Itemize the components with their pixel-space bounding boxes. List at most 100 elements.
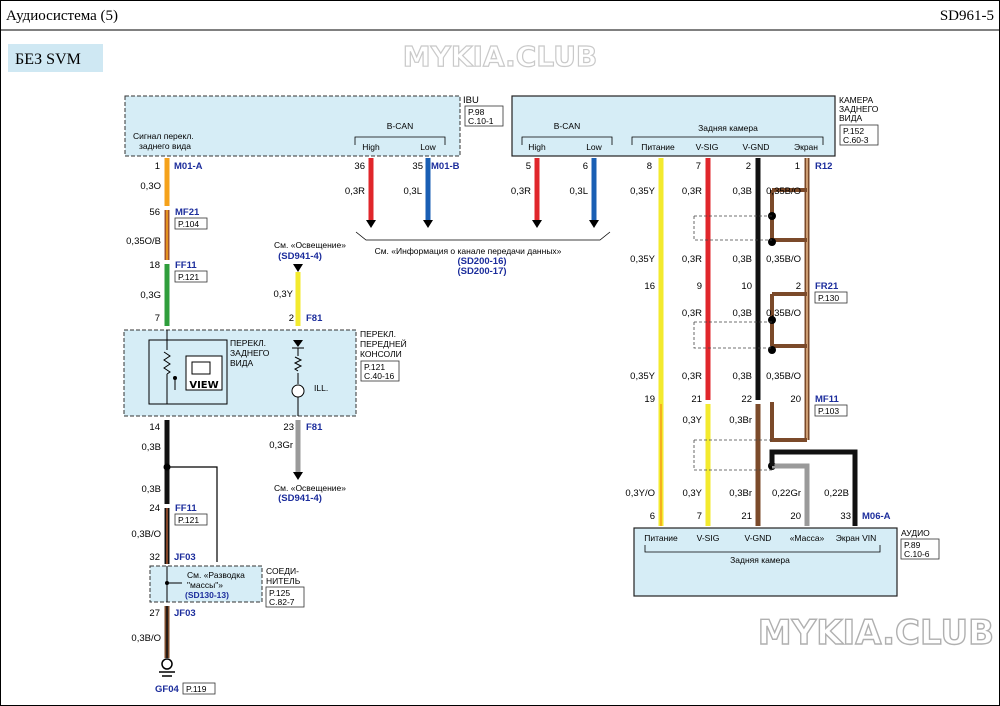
lighting-ref-bottom: (SD941-4) (278, 493, 322, 504)
label-camera-vgnd-2: 0,3B (732, 254, 752, 265)
ff11-ref-b: P.121 (178, 515, 199, 525)
camera-high-label: High (528, 142, 546, 152)
conn-ff11-a: FF11 (175, 260, 197, 271)
bcan-note-bracket (355, 231, 611, 241)
camera-ref-box (839, 124, 879, 146)
ibu-ref-box (464, 105, 504, 127)
console-ref-p: P.121 (364, 362, 385, 372)
pin-audio-20: 20 (790, 511, 801, 522)
label-camera-vsig-4: 0,3R (682, 371, 702, 382)
label-audio-vsig-2: 0,3Y (682, 488, 702, 499)
audio-pin-label-shield: Экран VIN (836, 533, 877, 543)
audio-ref-c: C.10-6 (904, 549, 930, 559)
view-label: VIEW (189, 380, 218, 391)
diode-icon (293, 340, 303, 347)
label-camera-power-1: 0,35Y (630, 186, 655, 197)
ibu-high-label: High (362, 142, 380, 152)
pin-camera-7: 7 (696, 161, 701, 172)
camera-ref-p: P.152 (843, 126, 864, 136)
camera-title-3: ВИДА (839, 113, 863, 123)
ibu-bcan-label: B-CAN (387, 121, 413, 131)
pin-f81-23: 23 (283, 422, 294, 433)
wire-label-03y-light: 0,3Y (273, 289, 293, 300)
lighting-see-top: См. «Освещение» (274, 240, 346, 250)
camera-pin-label-shield: Экран (794, 142, 818, 152)
label-camera-power-2: 0,35Y (630, 254, 655, 265)
switch-title-2: ЗАДНЕГО (230, 348, 270, 358)
camera-low-label: Low (586, 142, 602, 152)
conn-f81-b: F81 (306, 422, 323, 433)
pin-ibu-35: 35 (412, 161, 423, 172)
conn-jf03-b: JF03 (174, 608, 196, 619)
lighting-arrow-top (293, 264, 303, 272)
ibu-signal-label-1: Сигнал перекл. (133, 131, 194, 141)
fr21-ref-box (814, 291, 848, 304)
watermark-top: MYKIA.CLUB (403, 40, 598, 73)
bcan-note-ref-2: (SD200-17) (457, 266, 506, 277)
conn-mf11: MF11 (815, 394, 839, 405)
camera-pin-label-vsig: V-SIG (696, 142, 719, 152)
wire-label-03b-b: 0,3B (141, 484, 161, 495)
lighting-ref-top: (SD941-4) (278, 251, 322, 262)
camera-ref-c: C.60-3 (843, 135, 869, 145)
conn-m01b: M01-B (431, 161, 460, 172)
camera-box (511, 95, 836, 157)
label-audio-vsig-1: 0,3Y (682, 415, 702, 426)
pin-camera-1: 1 (795, 161, 800, 172)
switch-resistor (163, 330, 171, 404)
audio-ref-p: P.89 (904, 540, 921, 550)
shield-dot-2 (768, 238, 776, 246)
label-camera-shield-2: 0,35B/O (766, 254, 801, 265)
ibu-ref-p: P.98 (468, 107, 485, 117)
pin-f81-2: 2 (289, 313, 294, 324)
conn-ff11-b: FF11 (175, 503, 197, 514)
wire-label-03r-ibu: 0,3R (345, 186, 365, 197)
ibu-ref-c: C.10-1 (468, 116, 494, 126)
pin-audio-7: 7 (697, 511, 702, 522)
lighting-arrow-bottom (293, 472, 303, 480)
page-code: SD961-5 (940, 8, 994, 24)
joint-title-2: НИТЕЛЬ (266, 576, 301, 586)
camera-bcan-label: B-CAN (554, 121, 580, 131)
switch-box (123, 329, 357, 417)
joint-ref-c: C.82-7 (269, 597, 295, 607)
label-camera-shield-1: 0,35B/O (766, 186, 801, 197)
pin-camera-2: 2 (746, 161, 751, 172)
joint-ref-p: P.125 (269, 588, 290, 598)
console-title-1: ПЕРЕКЛ. (360, 329, 396, 339)
variant-tag: БЕЗ SVM (15, 51, 81, 68)
pin-ibu-36: 36 (354, 161, 365, 172)
pin-jf03-32: 32 (149, 552, 160, 563)
camera-view-icon-lens (191, 361, 211, 375)
camera-inner-title: Задняя камера (698, 123, 758, 133)
audio-inner-title: Задняя камера (730, 555, 790, 565)
wire-label-03o: 0,3O (140, 181, 161, 192)
ibu-bcan-bracket (354, 136, 446, 145)
wire-label-035ob: 0,35O/B (126, 236, 161, 247)
console-title-3: КОНСОЛИ (360, 349, 402, 359)
fr21-ref: P.130 (818, 293, 839, 303)
watermark-bottom: MYKIA.CLUB (758, 613, 994, 653)
pin-fr21-2: 2 (796, 281, 801, 292)
pin-fr21-10: 10 (741, 281, 752, 292)
label-audio-vgnd-1: 0,3Br (729, 415, 752, 426)
label-audio-shield: 0,22B (824, 488, 849, 499)
wire-label-03g: 0,3G (140, 290, 161, 301)
joint-see-2: "массы"» (187, 580, 223, 590)
camera-title-1: КАМЕРА (839, 95, 873, 105)
conn-gf04: GF04 (155, 684, 179, 695)
audio-pin-label-power: Питание (644, 533, 678, 543)
audio-pin-label-ground: «Масса» (790, 533, 825, 543)
pin-ibu-1: 1 (155, 161, 160, 172)
joint-title-1: СОЕДИ- (266, 566, 299, 576)
wire-label-03bo-b: 0,3B/O (131, 633, 161, 644)
arrow-blue-camera (589, 220, 599, 228)
console-ref-box (360, 360, 400, 382)
lighting-see-bottom: См. «Освещение» (274, 483, 346, 493)
conn-f81-a: F81 (306, 313, 323, 324)
mf21-ref: P.104 (178, 219, 199, 229)
audio-pin-label-vgnd: V-GND (745, 533, 772, 543)
switch-body (148, 339, 228, 405)
joint-ref: (SD130-13) (185, 590, 229, 600)
audio-ref-box (900, 538, 940, 560)
